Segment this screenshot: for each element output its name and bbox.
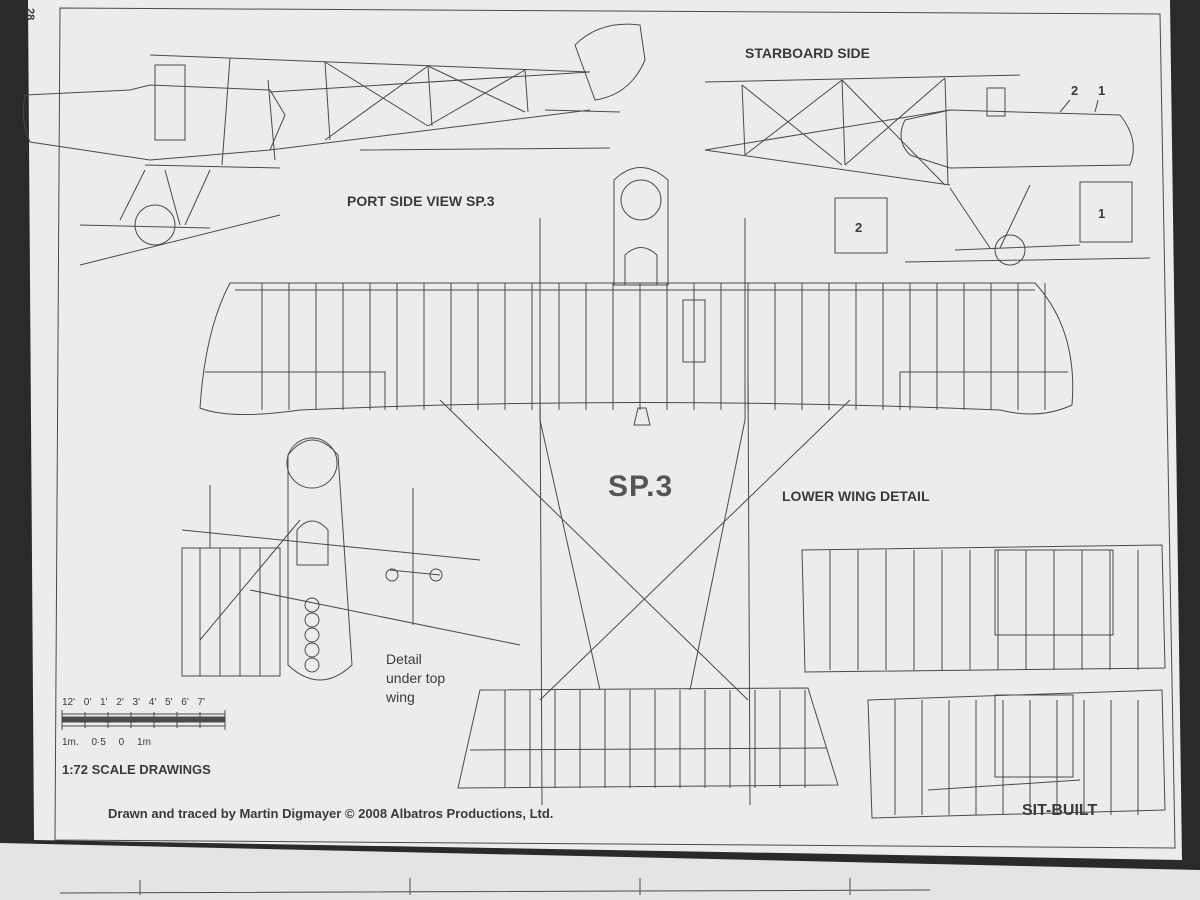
port-tail-boom-upper — [269, 71, 591, 93]
port-rudder — [574, 23, 646, 101]
scale-bar — [61, 710, 226, 730]
port-lower-wing — [144, 164, 281, 169]
sit-built-trailing — [927, 779, 1081, 791]
detail-box-2-label: 2 — [855, 220, 863, 235]
upper-wing-ribs — [261, 283, 1046, 410]
port-engine-block — [154, 64, 186, 141]
lower-wing-detail-label: LOWER WING DETAIL — [782, 488, 930, 504]
scale-imperial-ticks: 12' 0' 1' 2' 3' 4' 5' 6' 7' — [62, 697, 206, 708]
plan-seat — [624, 247, 658, 286]
detail-seat — [296, 520, 329, 566]
starboard-struts — [741, 77, 949, 186]
detail-undercarriage — [389, 488, 441, 625]
detail-engine-cylinders — [304, 597, 320, 673]
detail-box-2 — [834, 197, 888, 254]
page-frame — [54, 7, 1176, 849]
aircraft-title: SP.3 — [608, 470, 674, 503]
starboard-nacelle — [900, 109, 1134, 169]
lower-wing-detail — [801, 544, 1166, 819]
sit-built-panel — [867, 689, 1166, 819]
sit-built-hatch — [994, 694, 1074, 778]
port-elevator — [544, 109, 621, 113]
starboard-bracing — [741, 77, 946, 186]
scale-bar-lower — [61, 710, 226, 730]
starboard-upper-wing — [704, 74, 1021, 83]
port-wheel — [134, 204, 176, 246]
starboard-ground-line — [904, 257, 1151, 263]
port-tail-boom-lower — [269, 109, 591, 151]
starboard-gear — [949, 184, 1081, 251]
port-ground-line — [79, 147, 611, 266]
plan-hatch — [682, 299, 706, 363]
callout-1: 1 — [1098, 83, 1106, 98]
detail-box-1-label: 1 — [1098, 206, 1106, 221]
detail-wing-section — [181, 547, 281, 677]
port-landing-gear — [79, 169, 211, 229]
upper-wing-planform — [199, 282, 1074, 416]
port-side-view — [22, 23, 646, 266]
detail-under-wing-note: Detail under top wing — [386, 651, 446, 705]
scale-metric-ticks: 1m. 0·5 0 1m — [62, 737, 151, 748]
detail-bracing — [181, 519, 521, 646]
plan-view — [199, 167, 1074, 806]
scale-title: 1:72 SCALE DRAWINGS — [62, 762, 211, 777]
lower-wing-panel — [801, 544, 1166, 673]
tailplane-ribs — [504, 690, 806, 788]
credit-line: Drawn and traced by Martin Digmayer © 20… — [108, 806, 554, 821]
upper-wing-ailerons — [205, 371, 1068, 410]
page-number: 28 — [24, 8, 36, 21]
lower-wing-panel-ribs — [829, 550, 1139, 670]
callout-leader-lines — [1059, 99, 1099, 113]
plan-nacelle — [613, 167, 669, 286]
starboard-engine — [986, 87, 1006, 117]
port-upper-wing — [149, 54, 591, 73]
detail-under-wing — [181, 437, 521, 681]
port-fuselage-nacelle — [22, 84, 286, 161]
tailplane-elevator-line — [469, 747, 827, 751]
next-page-sheet — [0, 843, 1200, 900]
plan-nacelle-cowl — [620, 179, 662, 221]
plan-tailplane — [457, 687, 839, 789]
detail-wing-ribs — [199, 548, 261, 676]
detail-wheel-right — [429, 568, 443, 582]
sit-built-ribs — [894, 700, 1139, 815]
starboard-tail-booms — [704, 109, 951, 186]
scale-bar-fill — [61, 716, 226, 723]
starboard-wheel — [994, 234, 1026, 266]
lower-wing-hatch — [994, 549, 1114, 636]
detail-nacelle — [287, 439, 353, 681]
plan-booms — [539, 218, 751, 806]
plan-bracing — [439, 399, 851, 701]
port-bracing — [324, 61, 526, 141]
detail-wheel-left — [385, 568, 399, 582]
port-side-view-label: PORT SIDE VIEW SP.3 — [347, 193, 495, 209]
starboard-side-label: STARBOARD SIDE — [745, 45, 870, 61]
detail-cowl — [286, 437, 338, 489]
port-struts — [221, 57, 529, 166]
detail-box-1 — [1079, 181, 1133, 243]
next-page-drawing — [59, 878, 931, 895]
plan-front-nosewheel — [633, 407, 651, 426]
starboard-side-view — [704, 74, 1151, 266]
port-propeller — [267, 79, 276, 161]
callout-2: 2 — [1071, 83, 1079, 98]
sit-built-label: SIT-BUILT — [1022, 802, 1098, 819]
